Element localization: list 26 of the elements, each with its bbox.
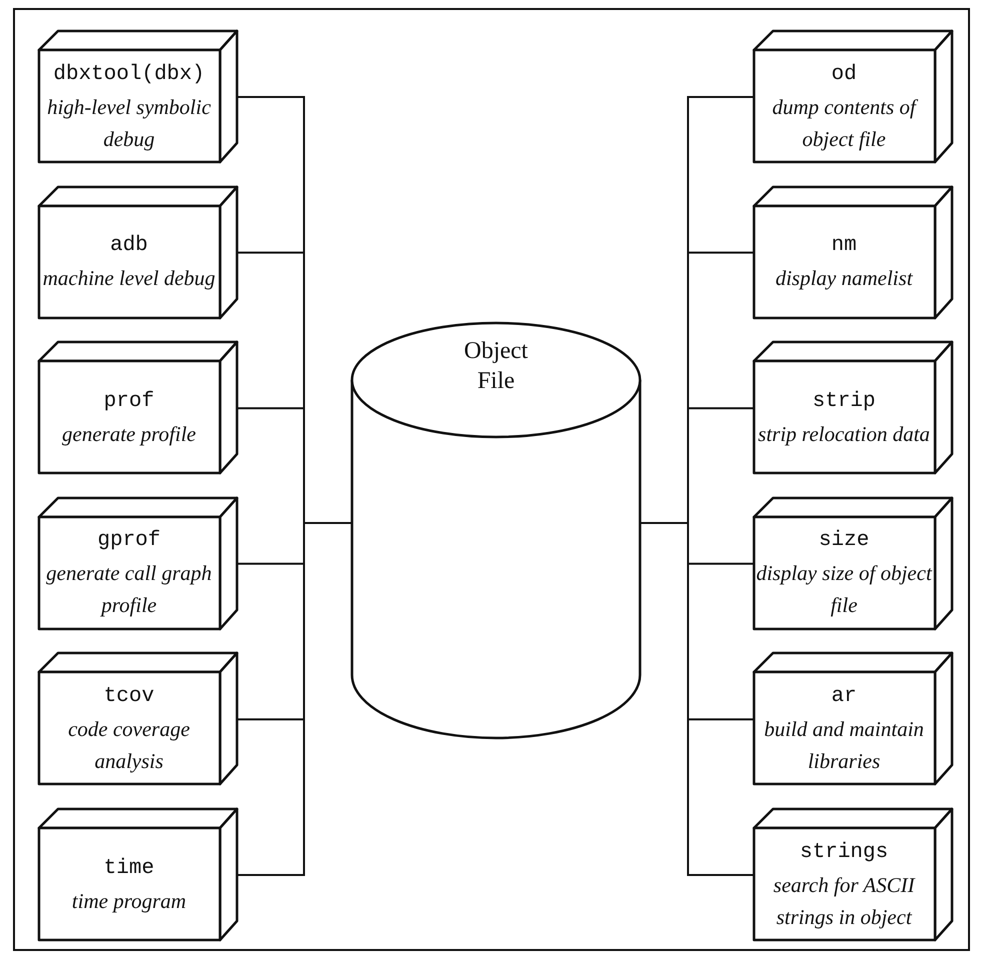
command-name: strings	[800, 840, 888, 866]
command-name: strip	[812, 388, 876, 415]
command-description: code coverage analysis	[67, 716, 191, 775]
command-description: build and maintain libraries	[763, 716, 925, 775]
command-name: nm	[831, 233, 857, 260]
command-description: time program	[70, 888, 188, 914]
command-name: tcov	[104, 684, 154, 710]
command-description: generate call graph profile	[45, 560, 213, 620]
storage-label: Object File	[463, 337, 529, 396]
command-name: size	[818, 528, 870, 554]
command-name: od	[831, 62, 857, 88]
command-description: dump contents of object file	[771, 94, 919, 152]
command-description: strip relocation data	[757, 420, 931, 448]
command-description: display size of object file	[755, 560, 933, 620]
command-name: dbxtool(dbx)	[53, 62, 205, 88]
command-description: display namelist	[774, 265, 914, 292]
command-name: prof	[104, 388, 154, 415]
command-name: ar	[831, 684, 857, 710]
command-name: time	[104, 856, 154, 882]
command-name: gprof	[97, 528, 160, 554]
command-description: machine level debug	[42, 265, 216, 292]
command-description: generate profile	[61, 420, 197, 448]
command-description: high-level symbolic debug	[46, 94, 212, 152]
connector-line	[641, 522, 753, 876]
command-description: search for ASCII strings in object	[772, 872, 916, 930]
command-name: adb	[110, 233, 148, 260]
